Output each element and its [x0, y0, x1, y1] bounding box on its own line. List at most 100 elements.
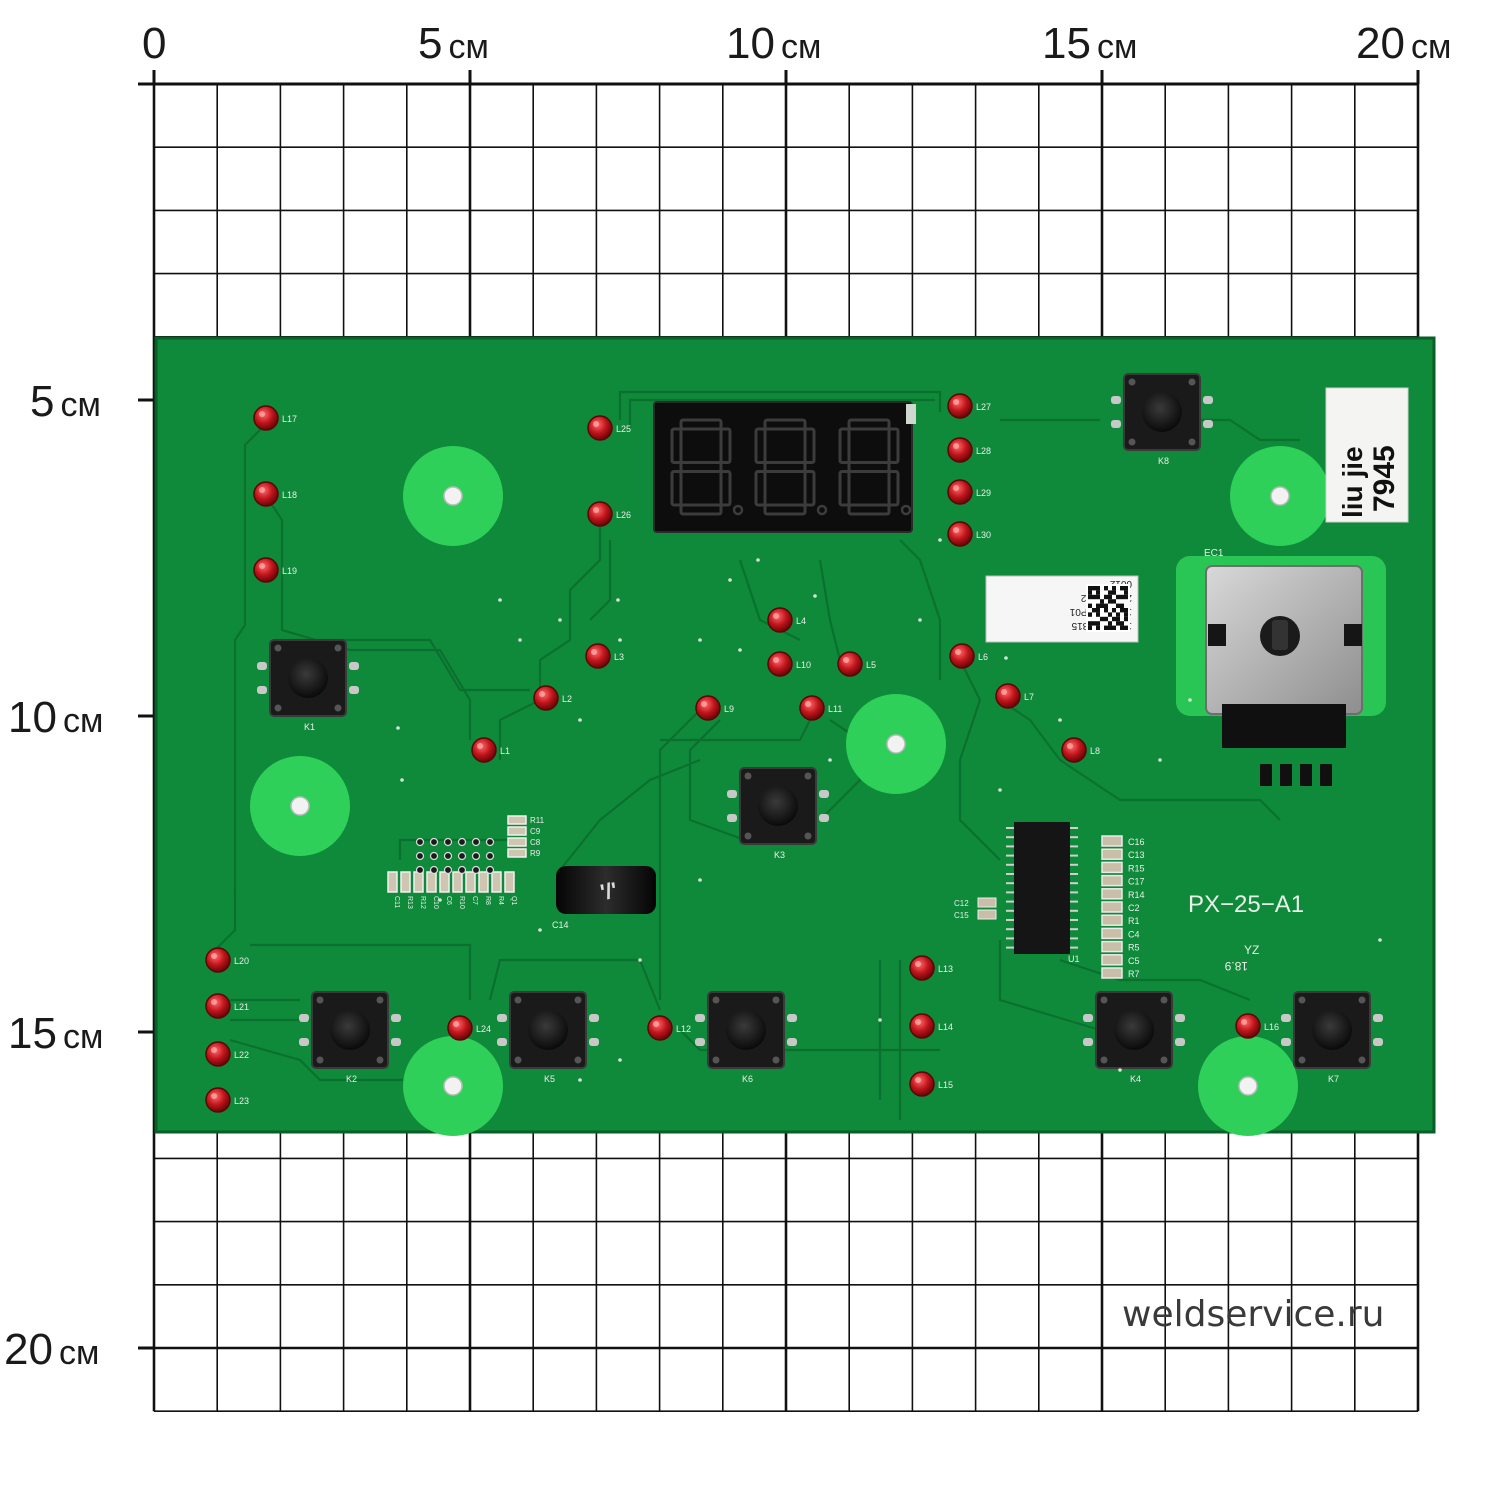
chip-label: U1: [1068, 954, 1080, 964]
button-label: K1: [304, 722, 315, 732]
mounting-pad-3: [250, 756, 350, 856]
led-label: L16: [1264, 1022, 1279, 1032]
smd-c13: C13: [1101, 848, 1145, 860]
mounting-pad-2: [1230, 446, 1330, 546]
electrolytic-capacitor: ʹ/ʹ C14: [552, 866, 656, 930]
led-label: L21: [234, 1002, 249, 1012]
led-label: L8: [1090, 746, 1100, 756]
led-l25: L25: [587, 415, 631, 441]
button-k3: K3: [727, 767, 829, 860]
svg-text:C2: C2: [1128, 903, 1140, 913]
svg-text:C4: C4: [1128, 929, 1140, 939]
button-k8: K8: [1111, 373, 1213, 466]
svg-text:ʹ/ʹ: ʹ/ʹ: [598, 877, 619, 904]
smd-c5: C5: [1101, 954, 1140, 966]
led-l15: L15: [909, 1071, 953, 1097]
button-label: K4: [1130, 1074, 1141, 1084]
watermark: weldservice.ru: [1122, 1294, 1384, 1335]
led-l27: L27: [947, 393, 991, 419]
led-label: L6: [978, 652, 988, 662]
button-k4: K4: [1083, 991, 1185, 1084]
button-k7: K7: [1281, 991, 1383, 1084]
button-k6: K6: [695, 991, 797, 1084]
led-label: L18: [282, 490, 297, 500]
smd-r4: R4: [491, 871, 504, 905]
led-label: L1: [500, 746, 510, 756]
rotary-encoder: EC1: [1176, 548, 1386, 786]
led-l14: L14: [909, 1013, 953, 1039]
yz-code: 18.9: [1224, 959, 1248, 973]
encoder-label: EC1: [1204, 548, 1224, 559]
mounting-pad-5: [403, 1036, 503, 1136]
led-l23: L23: [205, 1087, 249, 1113]
led-label: L12: [676, 1024, 691, 1034]
svg-text:R13: R13: [406, 896, 413, 909]
led-label: L14: [938, 1022, 953, 1032]
svg-text:C9: C9: [530, 827, 541, 836]
smd-q1: Q1: [504, 871, 517, 905]
display-digits: [670, 418, 912, 516]
board-model: PX−25−A1: [1188, 891, 1304, 918]
led-indicators: L1L2L3L4L5L6L7L8L9L10L11L12L13L14L15L16L…: [205, 393, 1279, 1113]
button-label: K3: [774, 850, 785, 860]
svg-text:C16: C16: [1128, 837, 1145, 847]
led-label: L10: [796, 660, 811, 670]
led-l21: L21: [205, 993, 249, 1019]
led-label: L13: [938, 964, 953, 974]
mounting-pad-1: [403, 446, 503, 546]
led-label: L27: [976, 402, 991, 412]
svg-text:R12: R12: [419, 896, 426, 909]
handwritten-sticker: liu jie 7945: [1325, 387, 1409, 523]
svg-text:R11: R11: [530, 816, 545, 825]
svg-text:C12: C12: [954, 899, 969, 908]
smd-c17: C17: [1101, 874, 1145, 887]
smd-c8: C8: [507, 837, 541, 847]
led-l17: L17: [253, 405, 297, 431]
led-l2: L2: [533, 685, 572, 711]
capacitor-label: C14: [552, 920, 569, 930]
led-l5: L5: [837, 651, 876, 677]
svg-text:C13: C13: [1128, 850, 1145, 860]
led-l13: L13: [909, 955, 953, 981]
led-label: L25: [616, 424, 631, 434]
mounting-pad-4: [846, 694, 946, 794]
smd-r10: R10: [452, 871, 465, 909]
led-l22: L22: [205, 1041, 249, 1067]
yz-mark: YZ: [1244, 943, 1259, 957]
serial-label: 11000498815 10055492P01 2018-10-22 0012: [985, 575, 1139, 643]
svg-text:R5: R5: [1128, 943, 1140, 953]
svg-text:C11: C11: [393, 896, 400, 908]
led-l3: L3: [585, 643, 624, 669]
led-l11: L11: [799, 695, 842, 721]
svg-text:R7: R7: [1128, 969, 1140, 979]
svg-text:C17: C17: [1128, 877, 1145, 887]
svg-text:C5: C5: [1128, 956, 1140, 966]
led-label: L30: [976, 530, 991, 540]
smd-r1: R1: [1101, 914, 1140, 926]
display-digit: [754, 418, 828, 516]
smd-r9: R9: [507, 848, 541, 858]
svg-text:R9: R9: [530, 849, 541, 858]
led-label: L17: [282, 414, 297, 424]
smd-r5: R5: [1101, 940, 1140, 953]
display-digit: [838, 418, 912, 516]
led-l20: L20: [205, 947, 249, 973]
led-label: L19: [282, 566, 297, 576]
seven-segment-display: [653, 401, 916, 533]
smd-r14: R14: [1101, 888, 1145, 900]
led-label: L28: [976, 446, 991, 456]
led-label: L20: [234, 956, 249, 966]
smd-c7: C7: [465, 871, 478, 905]
led-l10: L10: [767, 651, 811, 677]
button-label: K5: [544, 1074, 555, 1084]
led-l8: L8: [1061, 737, 1100, 763]
svg-text:C6: C6: [445, 896, 452, 905]
